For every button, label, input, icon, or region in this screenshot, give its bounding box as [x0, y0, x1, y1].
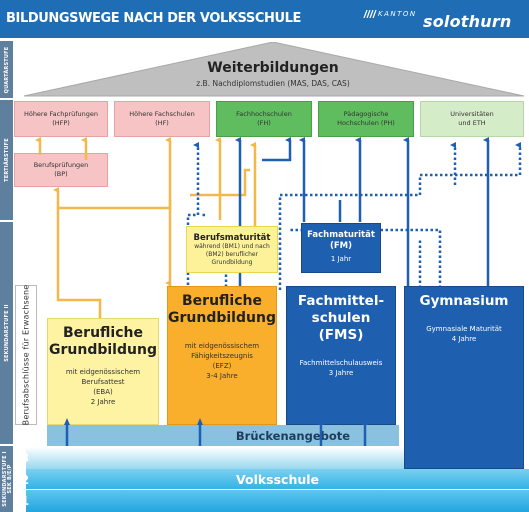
bm-line1: während (BM1) und nach [194, 242, 270, 250]
box-hf: Höhere Fachschulen (HF) [114, 101, 210, 137]
gym-line1: Gymnasiale Maturität [426, 325, 502, 333]
fms-title1: Fachmittel- [297, 293, 385, 309]
uni-line1: Universitäten [450, 110, 494, 118]
level-sek2: SEKUNDARSTUFE II [0, 222, 13, 444]
uni-line2: und ETH [458, 119, 486, 127]
row-year-3 [26, 447, 404, 469]
hf-line2: (HF) [155, 119, 169, 127]
fh-line1: Fachhochschulen [236, 110, 292, 118]
efz-line2: Fähigkeitszeugnis [191, 352, 253, 360]
level-quartaer: QUARTÄRSTUFE [0, 41, 13, 98]
bm-line2: (BM2) beruflicher [205, 250, 259, 258]
arrow-up-icon [362, 418, 368, 425]
box-fh: Fachhochschulen (FH) [216, 101, 312, 137]
bm-line3: Grundbildung [211, 258, 253, 266]
year-number-3: 3 [20, 451, 30, 465]
eba-title1: Berufliche [63, 325, 143, 341]
fms-line1: Fachmittelschulausweis [299, 359, 383, 367]
fm-title1: Fachmaturität [307, 230, 375, 240]
eba-title2: Grundbildung [49, 342, 157, 358]
ph-line1: Pädagogische [343, 110, 389, 118]
arrow-up-icon [64, 418, 70, 425]
box-hfp: Höhere Fachprüfungen (HFP) [14, 101, 108, 137]
fm-title2: (FM) [329, 241, 353, 251]
box-fms: Fachmittel- schulen (FMS) Fachmittelschu… [286, 286, 396, 425]
box-berufsmaturitaet: Berufsmaturität während (BM1) und nach (… [186, 226, 278, 273]
gym-title: Gymnasium [419, 293, 509, 309]
box-efz: Berufliche Grundbildung mit eidgenössisc… [167, 286, 277, 425]
efz-title2: Grundbildung [168, 310, 276, 326]
ph-line2: Hochschulen (PH) [337, 119, 395, 127]
bm-title: Berufsmaturität [193, 232, 271, 243]
year-number-1: 1 [20, 494, 30, 508]
row-year-1 [26, 490, 529, 512]
box-fachmaturitaet: Fachmaturität (FM) 1 Jahr [301, 223, 381, 273]
arrow-up-icon [197, 418, 203, 425]
header-bar [0, 0, 529, 38]
logo-stripes-icon [363, 10, 377, 18]
logo-kanton-text: KANTON [378, 10, 417, 18]
level-sek1: SEKUNDARSTUFE I SEK B/E/P [0, 446, 13, 512]
fh-line2: (FH) [257, 119, 271, 127]
box-ph: Pädagogische Hochschulen (PH) [318, 101, 414, 137]
efz-title1: Berufliche [182, 293, 262, 309]
box-uni: Universitäten und ETH [420, 101, 524, 137]
logo-solothurn-text: solothurn [423, 12, 512, 31]
hfp-line1: Höhere Fachprüfungen [23, 110, 99, 118]
fms-title2: schulen (FMS) [311, 310, 371, 343]
row-year-2 [26, 469, 529, 489]
eba-line3: (EBA) [93, 388, 113, 396]
page-title: BILDUNGSWEGE NACH DER VOLKSSCHULE [6, 11, 302, 26]
level-tertiaer: TERTIÄRSTUFE [0, 100, 13, 220]
eba-duration: 2 Jahre [90, 398, 116, 406]
efz-line1: mit eidgenössischem [184, 342, 260, 350]
eba-line1: mit eidgenössischem [65, 368, 141, 376]
hf-line1: Höhere Fachschulen [129, 110, 195, 118]
weiterbildungen-subtitle: z.B. Nachdiplomstudien (MAS, DAS, CAS) [196, 79, 350, 88]
year-number-2: 2 [20, 473, 30, 487]
fms-duration: 3 Jahre [328, 369, 354, 377]
erwachsene-box: Berufsabschlüsse für Erwachsene [15, 285, 37, 425]
box-gymnasium: Gymnasium Gymnasiale Maturität 4 Jahre [404, 286, 524, 469]
volksschule-label: Volksschule [235, 471, 320, 487]
efz-duration: 3-4 Jahre [206, 372, 238, 380]
eba-line2: Berufsattest [81, 378, 125, 386]
bp-line1: Berufsprüfungen [33, 161, 89, 169]
weiterbildungen-roof [23, 42, 525, 97]
efz-line3: (EFZ) [212, 362, 232, 370]
arrow-up-icon [318, 418, 324, 425]
box-eba: Berufliche Grundbildung mit eidgenössisc… [47, 318, 159, 425]
bp-line2: (BP) [54, 170, 68, 178]
gym-duration: 4 Jahre [451, 335, 477, 343]
box-bp: Berufsprüfungen (BP) [14, 153, 108, 187]
fm-duration: 1 Jahr [330, 255, 352, 263]
hfp-line2: (HFP) [52, 119, 70, 127]
weiterbildungen-title: Weiterbildungen [207, 60, 339, 76]
